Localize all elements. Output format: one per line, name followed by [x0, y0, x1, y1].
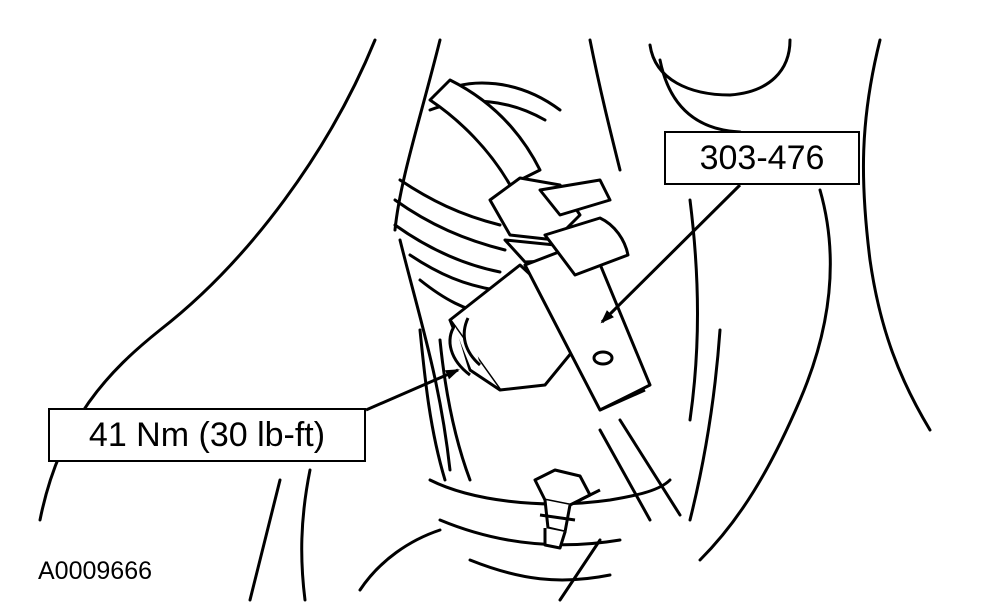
- torque-spec-text: 41 Nm (30 lb-ft): [88, 416, 326, 454]
- tool-number-text: 303-476: [699, 139, 825, 177]
- sensor-tool-body: [448, 216, 652, 412]
- tool-number-callout: 303-476: [664, 131, 860, 185]
- torque-leader-line: [365, 368, 460, 412]
- figure-id-label: A0009666: [38, 557, 153, 585]
- leader-lines: [365, 183, 742, 412]
- mounting-bolt: [533, 468, 601, 550]
- tool-leader-line: [600, 183, 742, 324]
- torque-spec-callout: 41 Nm (30 lb-ft): [48, 408, 366, 462]
